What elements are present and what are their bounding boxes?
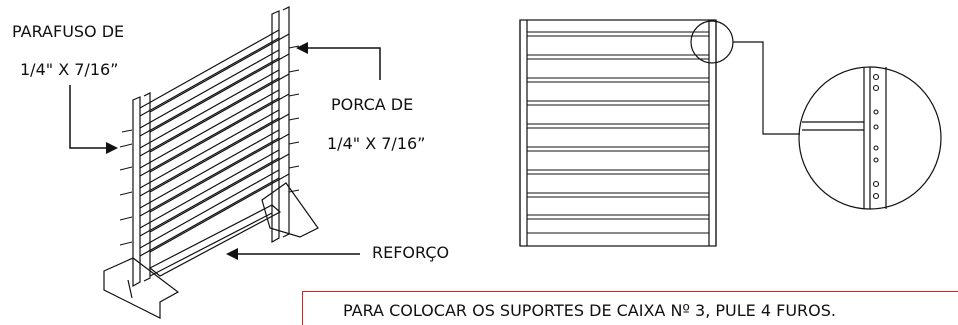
front-rails: [527, 31, 709, 234]
note-text: PARA COLOCAR OS SUPORTES DE CAIXA Nº 3, …: [343, 301, 837, 320]
detail-marker: [690, 20, 734, 64]
screw-label-line2: 1/4" X 7/16”: [20, 60, 119, 79]
nut-label-line2: 1/4" X 7/16”: [327, 134, 426, 153]
right-nuts: [288, 45, 300, 193]
screw-arrow: [69, 85, 108, 149]
right-foot: [261, 182, 319, 238]
note-box: [302, 291, 958, 325]
isometric-rack-drawing: [103, 6, 319, 319]
detail-post: [863, 67, 887, 209]
front-view-frame: [519, 19, 717, 247]
rails: [139, 29, 290, 257]
left-bolts: [119, 129, 133, 246]
nut-label-line1: PORCA DE: [331, 95, 414, 114]
left-upright: [132, 92, 151, 288]
left-foot: [103, 257, 180, 319]
nut-arrowhead: [296, 42, 308, 54]
detail-leader: [733, 41, 800, 135]
right-upright: [271, 6, 290, 244]
detail-view: [798, 66, 942, 210]
leader-arrows: [69, 42, 381, 260]
front-right-post: [708, 20, 717, 246]
detail-rail: [802, 121, 864, 131]
base-reinforcement: [148, 204, 282, 277]
reinforcement-label: REFORÇO: [372, 243, 450, 262]
front-view-drawing: [519, 19, 800, 247]
reinforcement-arrowhead: [226, 248, 238, 260]
front-left-post: [519, 20, 528, 246]
nut-arrow: [306, 47, 381, 80]
screw-label-line1: PARAFUSO DE: [12, 22, 125, 41]
screw-arrowhead: [106, 142, 118, 154]
detail-holes: [872, 73, 880, 200]
